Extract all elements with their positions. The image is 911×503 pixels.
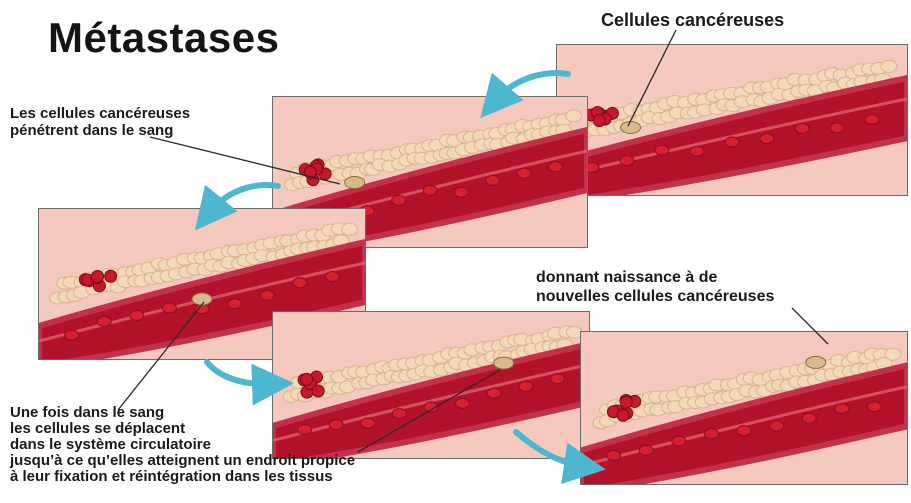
pointer-new-cells xyxy=(792,308,828,344)
pointer-enter-blood xyxy=(150,137,340,184)
flow-arrow-1 xyxy=(496,73,568,100)
pointer-travel-2 xyxy=(358,370,500,452)
pointer-cancer-cells xyxy=(628,30,676,126)
label-cancer-cells: Cellules cancéreuses xyxy=(601,10,784,30)
label-line: nouvelles cellules cancéreuses xyxy=(536,287,774,306)
flow-arrow-4 xyxy=(516,432,582,466)
label-line: Les cellules cancéreuses xyxy=(10,105,190,122)
label-line: pénétrent dans le sang xyxy=(10,122,190,139)
pointer-travel-1 xyxy=(118,302,204,410)
label-line: Une fois dans le sang xyxy=(10,405,355,421)
label-line: à leur fixation et réintégration dans le… xyxy=(10,469,355,485)
label-enter-blood: Les cellules cancéreuses pénétrent dans … xyxy=(10,105,190,139)
label-circulation: Une fois dans le sang les cellules se dé… xyxy=(10,405,355,485)
label-line: les cellules se déplacent xyxy=(10,421,355,437)
flow-arrow-2 xyxy=(210,185,278,212)
label-line: jusqu’à ce qu’elles atteignent un endroi… xyxy=(10,453,355,469)
label-line: dans le système circulatoire xyxy=(10,437,355,453)
label-line: donnant naissance à de xyxy=(536,268,774,287)
label-new-cells: donnant naissance à de nouvelles cellule… xyxy=(536,268,774,306)
flow-arrow-3 xyxy=(207,362,270,384)
